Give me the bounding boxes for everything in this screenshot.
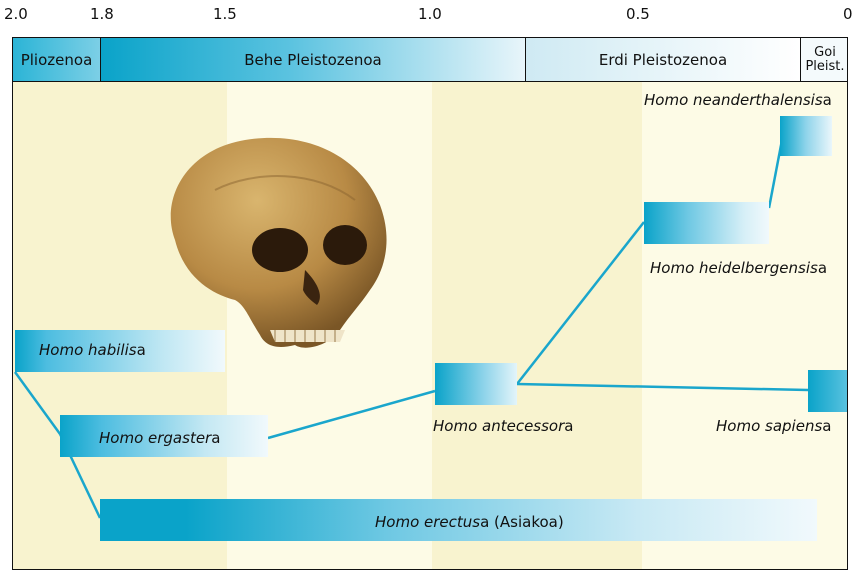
lineage-lines bbox=[13, 38, 848, 570]
axis-tick-2-0: 2.0 bbox=[4, 5, 28, 23]
species-suffix: a (Asiakoa) bbox=[480, 513, 564, 531]
species-bar-neanderthalensis bbox=[780, 116, 832, 156]
species-name: Homo erectus bbox=[375, 513, 480, 531]
species-suffix: a bbox=[564, 417, 573, 435]
species-name: Homo antecessor bbox=[433, 417, 564, 435]
line-antecessor-to-sapiens bbox=[517, 384, 808, 390]
label-neanderthalensis: Homo neanderthalensisa bbox=[644, 91, 832, 109]
timeline-chart: Pliozenoa Behe Pleistozenoa Erdi Pleisto… bbox=[12, 37, 848, 570]
axis-tick-0: 0 bbox=[843, 5, 853, 23]
species-suffix: a bbox=[211, 429, 220, 447]
label-heidelbergensis: Homo heidelbergensisa bbox=[650, 259, 827, 277]
label-habilis: Homo habilisa bbox=[39, 341, 146, 359]
label-antecessor: Homo antecessora bbox=[433, 417, 573, 435]
species-name: Homo heidelbergensis bbox=[650, 259, 818, 277]
species-name: Homo habilis bbox=[39, 341, 137, 359]
species-suffix: a bbox=[818, 259, 827, 277]
species-bar-heidelbergensis bbox=[644, 202, 769, 244]
line-habilis-to-ergaster bbox=[15, 372, 60, 434]
species-name: Homo ergaster bbox=[99, 429, 211, 447]
line-ergaster-to-antecessor bbox=[268, 391, 435, 438]
species-suffix: a bbox=[823, 91, 832, 109]
label-erectus: Homo erectusa (Asiakoa) bbox=[375, 513, 564, 531]
species-suffix: a bbox=[137, 341, 146, 359]
axis-tick-1-5: 1.5 bbox=[213, 5, 237, 23]
species-suffix: a bbox=[822, 417, 831, 435]
label-sapiens: Homo sapiensa bbox=[716, 417, 831, 435]
axis-tick-1-0: 1.0 bbox=[418, 5, 442, 23]
line-antecessor-to-heidelbergensis bbox=[517, 222, 644, 384]
axis-tick-1-8: 1.8 bbox=[90, 5, 114, 23]
label-ergaster: Homo ergastera bbox=[99, 429, 220, 447]
species-name: Homo neanderthalensis bbox=[644, 91, 823, 109]
axis-tick-0-5: 0.5 bbox=[626, 5, 650, 23]
species-bar-sapiens bbox=[808, 370, 848, 412]
species-bar-antecessor bbox=[435, 363, 517, 405]
species-name: Homo sapiens bbox=[716, 417, 822, 435]
